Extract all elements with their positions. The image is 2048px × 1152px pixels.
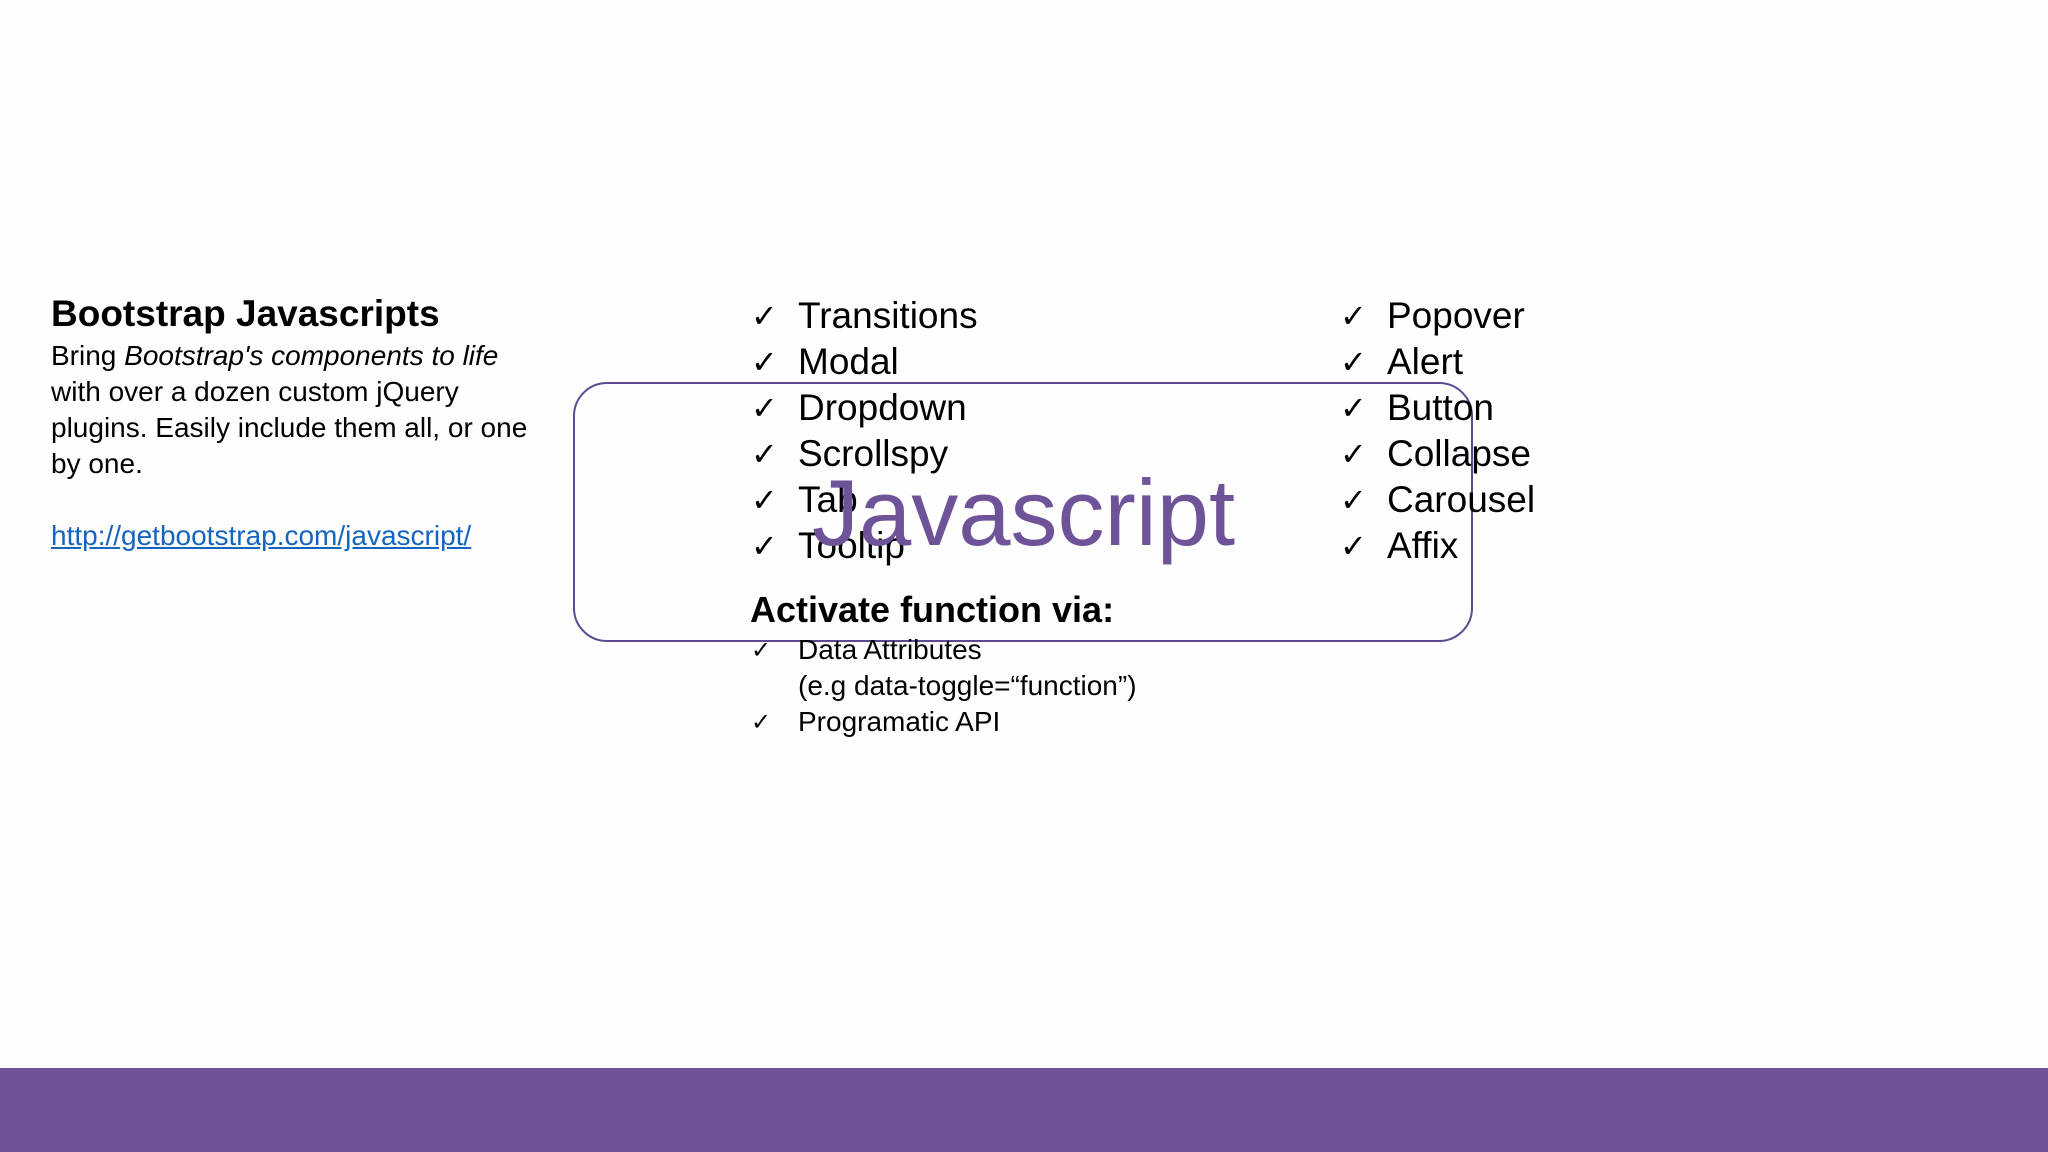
method-label: Data Attributes [798, 634, 982, 665]
check-icon: ✓ [751, 636, 772, 664]
method-example: (e.g data-toggle=“function”) [798, 670, 1137, 701]
plugin-label: Affix [1387, 525, 1459, 566]
bootstrap-javascript-link[interactable]: http://getbootstrap.com/javascript/ [51, 520, 472, 551]
plugin-label: Tooltip [798, 525, 905, 566]
list-item: ✓ Tooltip [751, 523, 978, 569]
method-label: Programatic API [798, 706, 1001, 737]
intro-panel: Bootstrap Javascripts Bring Bootstrap's … [51, 290, 551, 554]
list-item: ✓ Collapse [1340, 431, 1535, 477]
javascript-callout-box [573, 382, 1473, 642]
plugin-list-right: ✓ Popover ✓ Alert ✓ Button ✓ Collapse ✓ Carou… [1340, 293, 1535, 569]
check-icon: ✓ [1340, 481, 1367, 519]
check-icon: ✓ [751, 343, 778, 381]
check-icon: ✓ [1340, 435, 1367, 473]
check-icon: ✓ [1340, 343, 1367, 381]
check-icon: ✓ [751, 481, 778, 519]
list-item: ✓ Modal [751, 339, 978, 385]
check-icon: ✓ [751, 708, 772, 736]
check-icon: ✓ [751, 389, 778, 427]
list-item: ✓ Popover [1340, 293, 1535, 339]
list-item: ✓ Transitions [751, 293, 978, 339]
footer-bar [0, 1068, 2048, 1152]
list-item: ✓ Affix [1340, 523, 1535, 569]
check-icon: ✓ [751, 297, 778, 335]
plugin-list-left: ✓ Transitions ✓ Modal ✓ Dropdown ✓ Scrollspy… [751, 293, 978, 569]
list-item: ✓ Alert [1340, 339, 1535, 385]
plugin-label: Tab [798, 479, 858, 520]
list-item: ✓ Dropdown [751, 385, 978, 431]
list-item: ✓ Data Attributes (e.g data-toggle=“func… [751, 632, 1137, 704]
plugin-label: Scrollspy [798, 433, 949, 474]
check-icon: ✓ [1340, 389, 1367, 427]
list-item: ✓ Programatic API [751, 704, 1137, 740]
plugin-label: Alert [1387, 341, 1464, 382]
list-item: ✓ Carousel [1340, 477, 1535, 523]
javascript-heading: Javascript [812, 460, 1236, 565]
activation-methods-list: ✓ Data Attributes (e.g data-toggle=“func… [751, 632, 1137, 740]
plugin-label: Button [1387, 387, 1494, 428]
list-item: ✓ Button [1340, 385, 1535, 431]
check-icon: ✓ [1340, 297, 1367, 335]
plugin-label: Popover [1387, 295, 1525, 336]
plugin-label: Dropdown [798, 387, 967, 428]
activate-heading: Activate function via: [750, 589, 1115, 630]
plugin-label: Transitions [798, 295, 978, 336]
check-icon: ✓ [751, 527, 778, 565]
list-item: ✓ Tab [751, 477, 978, 523]
check-icon: ✓ [1340, 527, 1367, 565]
intro-desc-italic: Bootstrap's components to life [124, 340, 499, 371]
plugin-label: Modal [798, 341, 899, 382]
check-icon: ✓ [751, 435, 778, 473]
intro-title: Bootstrap Javascripts [51, 293, 440, 334]
intro-description: Bring Bootstrap's components to life wit… [51, 338, 551, 482]
plugin-label: Collapse [1387, 433, 1531, 474]
plugin-label: Carousel [1387, 479, 1536, 520]
intro-desc-prefix: Bring [51, 340, 125, 371]
list-item: ✓ Scrollspy [751, 431, 978, 477]
intro-desc-suffix: with over a dozen custom jQuery plugins.… [51, 376, 528, 479]
